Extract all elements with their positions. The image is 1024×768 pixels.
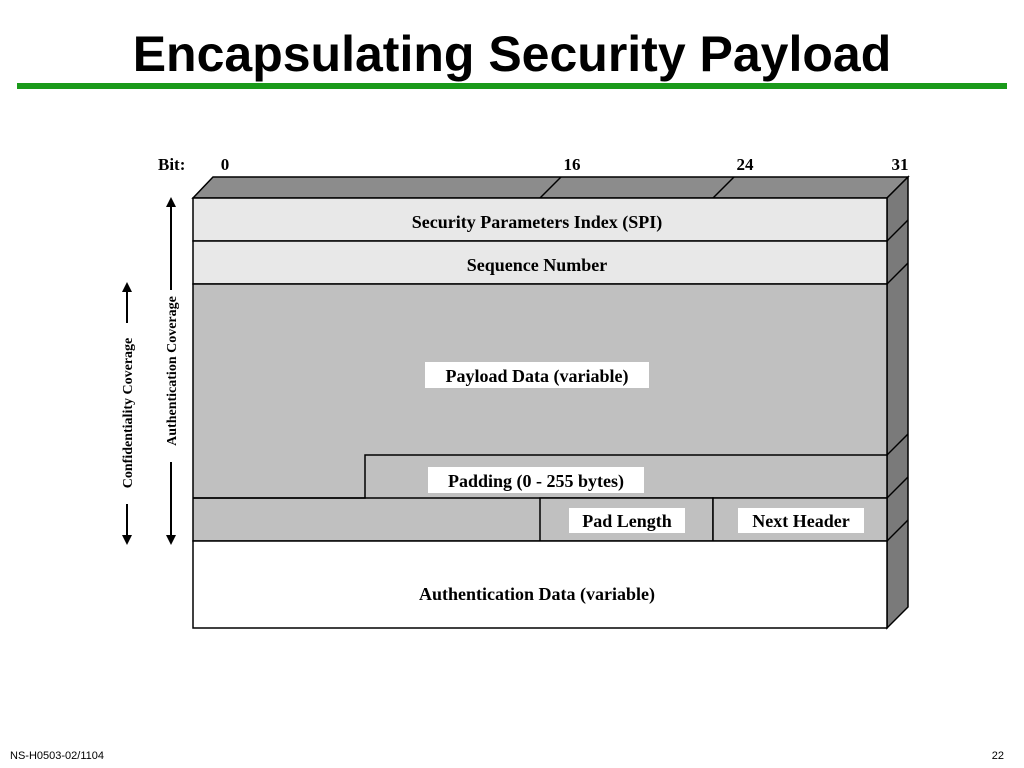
packet-side-face: [886, 175, 909, 630]
title-rule: [17, 83, 1007, 89]
bit-label: Bit:: [158, 155, 185, 174]
bit-tick-0: 0: [221, 155, 230, 174]
payload-label-bg: [425, 362, 649, 388]
field-sequence-label: Sequence Number: [467, 255, 608, 275]
side-edge-4: [886, 476, 909, 499]
field-next-header-label: Next Header: [752, 511, 849, 531]
slide-title: Encapsulating Security Payload: [132, 26, 892, 82]
bit-tick-31: 31: [892, 155, 909, 174]
field-payload-label: Payload Data (variable): [446, 366, 629, 387]
side-edge-3: [886, 433, 909, 456]
top-divider-24: [712, 176, 735, 199]
auth-coverage-label: Authentication Coverage: [165, 296, 180, 446]
top-divider-16: [539, 176, 562, 199]
footer-page-number: 22: [991, 750, 1004, 762]
footer-doc-id: NS-H0503-02/1104: [10, 750, 104, 762]
next-header-label-bg: [738, 508, 864, 533]
bit-tick-16: 16: [564, 155, 581, 174]
conf-coverage-label: Confidentiality Coverage: [121, 338, 136, 488]
side-edge-1: [886, 219, 909, 242]
field-spi: [192, 197, 888, 242]
side-edge-2: [886, 262, 909, 285]
field-auth-data-label: Authentication Data (variable): [419, 584, 655, 605]
pad-length-label-bg: [569, 508, 685, 533]
side-edge-5: [886, 519, 909, 542]
bit-tick-24: 24: [737, 155, 755, 174]
field-auth-data: [192, 540, 888, 629]
field-pad-length-label: Pad Length: [582, 511, 672, 531]
padding-label-bg: [428, 467, 644, 493]
field-spi-label: Security Parameters Index (SPI): [412, 212, 662, 233]
field-padding-label: Padding (0 - 255 bytes): [448, 471, 624, 492]
